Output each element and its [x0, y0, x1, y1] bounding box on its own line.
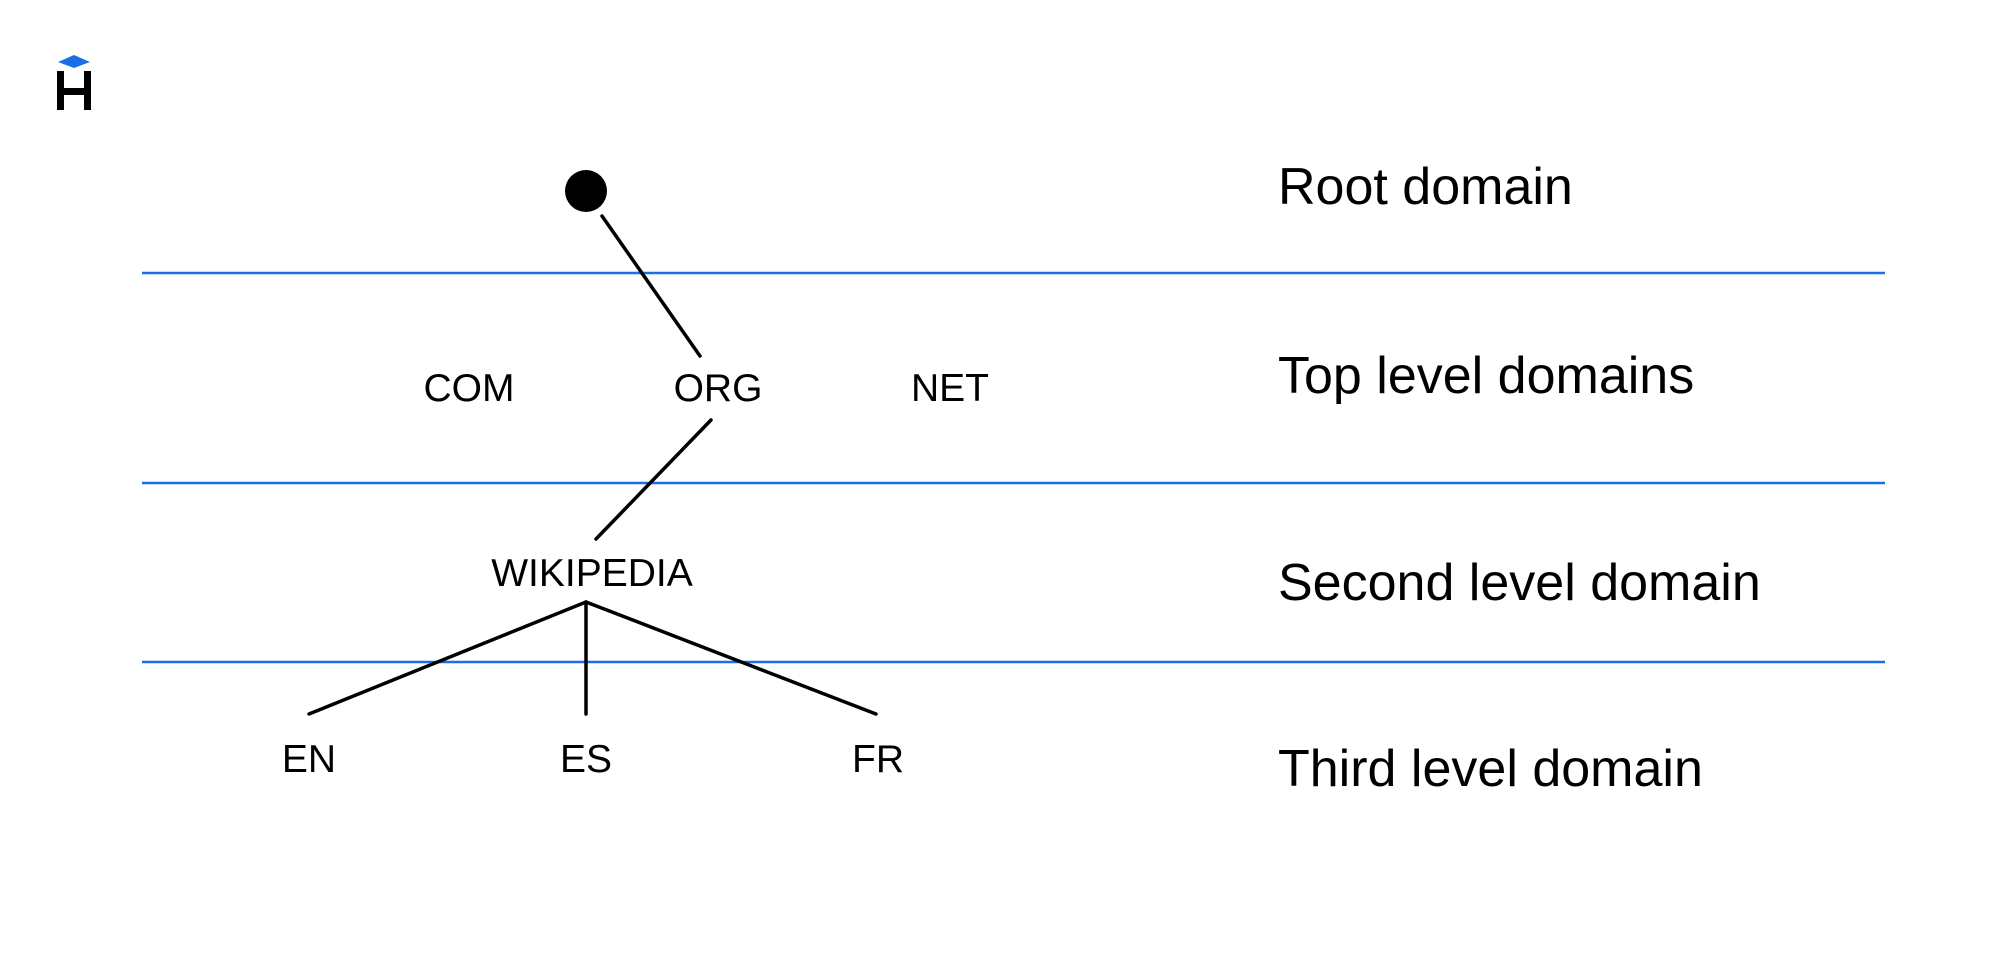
logo-cap-shape — [58, 55, 90, 68]
node-es: ES — [560, 738, 612, 781]
node-fr: FR — [852, 738, 904, 781]
logo-cross-bar — [57, 88, 91, 95]
hostinger-logo-icon — [57, 55, 91, 110]
edge-root-org — [600, 214, 702, 358]
node-wikipedia: WIKIPEDIA — [491, 552, 693, 595]
edge-wikipedia-en — [307, 600, 588, 716]
level-label-tld: Top level domains — [1278, 347, 1694, 405]
node-en: EN — [282, 738, 336, 781]
node-com: COM — [424, 367, 515, 410]
level-label-sld: Second level domain — [1278, 554, 1761, 612]
node-org: ORG — [674, 367, 763, 410]
edge-org-wikipedia — [594, 418, 713, 541]
level-label-third: Third level domain — [1278, 740, 1703, 798]
edge-wikipedia-fr — [584, 600, 878, 716]
root-node — [565, 170, 607, 212]
node-net: NET — [911, 367, 989, 410]
level-label-root: Root domain — [1278, 158, 1573, 216]
